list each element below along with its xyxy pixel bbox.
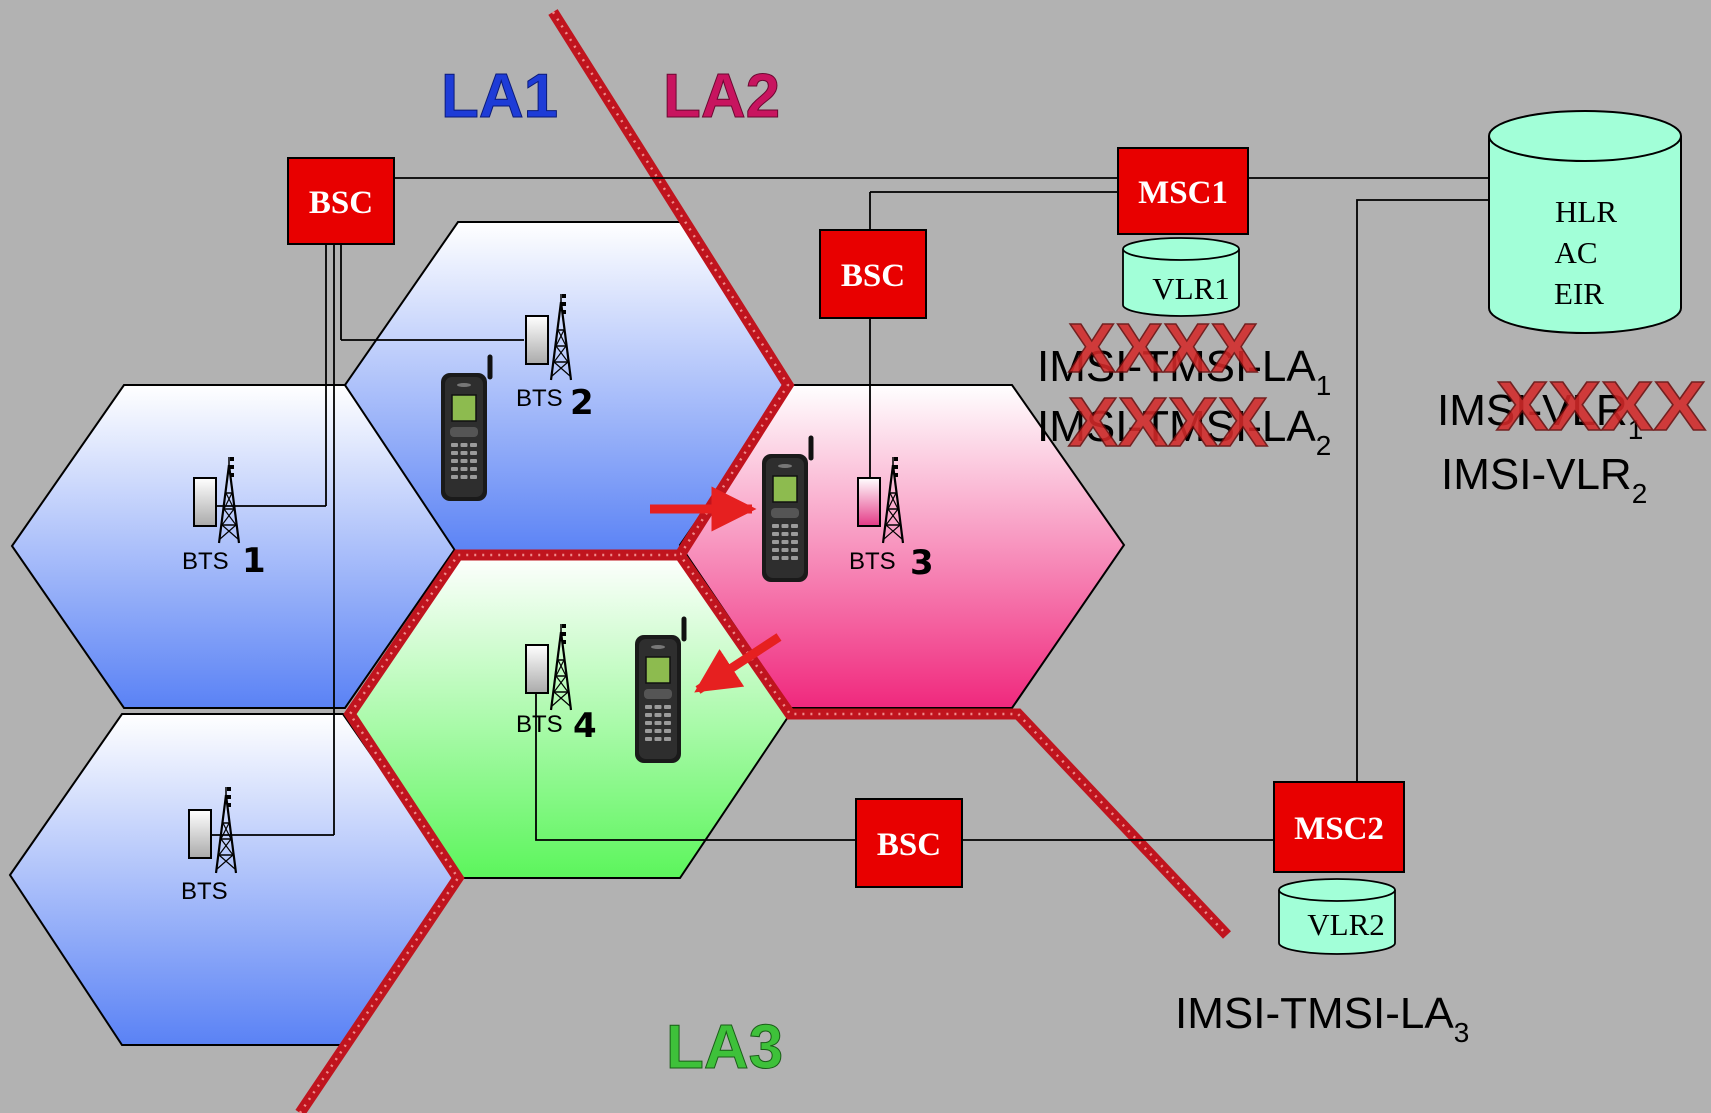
bsc-label: BSC [309,185,373,221]
mobile-phone-icon [441,357,490,501]
bts-label: BTS [849,548,896,575]
strike-mark: XXXX [1068,309,1258,387]
strike-mark: XXXX [1068,383,1268,461]
msc1-node [1117,147,1249,235]
mobile-phone-icon [635,619,684,763]
eir-label: EIR [1554,276,1604,311]
la3-title: LA3 [666,1013,783,1082]
strike-mark: XXXX [1496,367,1706,445]
location-area-boundary [295,9,1231,1113]
bts-label: BTS [516,385,563,412]
bts-number: 2 [570,383,594,423]
bts-number: 1 [242,541,266,581]
mobile-phone-icon [762,438,811,582]
bsc-label: BSC [841,258,905,294]
vlr2-record: IMSI-TMSI-LA3 [1175,989,1469,1048]
bsc-node [819,229,927,319]
bts-label: BTS [181,878,228,905]
msc2-node [1273,781,1405,873]
vlr2-label: VLR2 [1307,907,1385,942]
bsc-node [287,157,395,245]
hlr-record: IMSI-VLR2 [1441,450,1647,509]
hlr-database [1488,110,1682,334]
la1-title: LA1 [441,62,558,131]
bts-equipment-box [857,477,881,527]
bts-label: BTS [516,711,563,738]
la2-title: LA2 [663,62,780,131]
bsc-label: BSC [877,827,941,863]
msc2-label: MSC2 [1294,811,1384,847]
bts-number: 4 [573,706,597,746]
vlr1-database [1122,237,1240,317]
bts-equipment-box [188,809,212,859]
hlr-record: IMSI-VLR1 [1437,386,1643,445]
hlr-label: HLR [1555,194,1617,229]
bts-label: BTS [182,548,229,575]
ac-label: AC [1554,235,1597,270]
vlr2-database [1278,878,1396,955]
bts-equipment-box [525,644,549,694]
vlr1-label: VLR1 [1152,271,1230,306]
bts-equipment-box [193,477,217,527]
vlr1-record: IMSI-TMSI-LA2 [1037,402,1331,461]
vlr1-record: IMSI-TMSI-LA1 [1037,342,1331,401]
msc1-label: MSC1 [1138,175,1228,211]
network-links [208,177,1488,841]
bsc-node [855,798,963,888]
bts-equipment-box [525,315,549,365]
bts-number: 3 [910,543,934,583]
move-arrow-icon [694,633,782,694]
